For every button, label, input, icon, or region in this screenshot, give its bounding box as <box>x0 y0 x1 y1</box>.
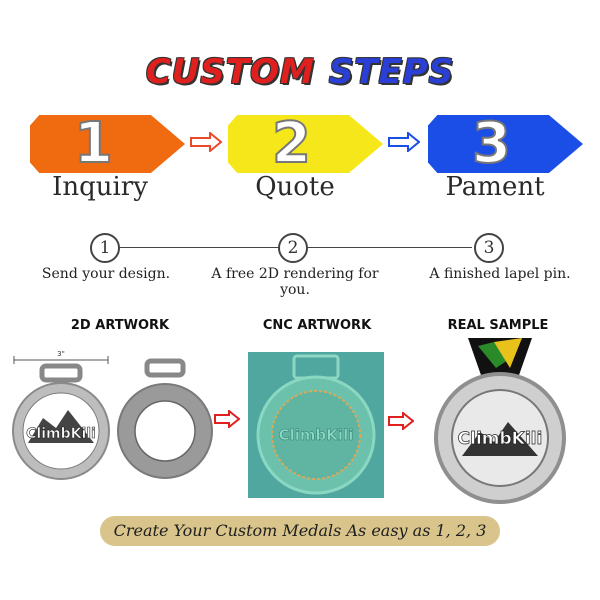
timeline-step-1: 1 <box>90 233 120 263</box>
step-3-label: Pament <box>445 172 545 202</box>
step-1-label: Inquiry <box>52 172 148 202</box>
real-sample-medal-image: ClimbKili <box>434 338 566 504</box>
step-1-badge: 1 <box>30 115 185 173</box>
step-2-number: 2 <box>271 111 312 176</box>
cnc-artwork-image: ClimbKili <box>248 352 384 498</box>
title-word-steps: STEPS <box>328 52 455 92</box>
timeline-step-3: 3 <box>474 233 504 263</box>
title-word-custom: CUSTOM <box>145 52 315 92</box>
arrow-right-icon <box>190 132 222 152</box>
timeline-text-1: Send your design. <box>41 266 171 282</box>
medal-front-2d-image: 3" ClimbKili <box>12 350 110 480</box>
step-2-label: Quote <box>255 172 335 202</box>
arrow-right-icon <box>388 412 414 430</box>
dimension-label: 3" <box>57 350 65 358</box>
arrow-right-icon <box>214 410 240 428</box>
step-1-number: 1 <box>73 111 114 176</box>
timeline-step-2: 2 <box>278 233 308 263</box>
medal-back-2d-image <box>117 358 213 479</box>
arrow-right-icon <box>388 132 420 152</box>
sample-logo-text: ClimbKili <box>458 429 543 449</box>
timeline-text-2: A free 2D rendering for you. <box>211 266 379 298</box>
bottom-banner: Create Your Custom Medals As easy as 1, … <box>100 516 500 546</box>
step-3-badge: 3 <box>428 115 583 173</box>
cnc-logo-text: ClimbKili <box>279 426 354 444</box>
step-2-badge: 2 <box>228 115 383 173</box>
header-real-sample: REAL SAMPLE <box>447 318 549 333</box>
step-3-number: 3 <box>471 111 512 176</box>
medal-logo-text: ClimbKili <box>26 426 96 442</box>
page-title: CUSTOM STEPS <box>0 52 600 92</box>
header-cnc-artwork: CNC ARTWORK <box>262 318 372 333</box>
header-2d-artwork: 2D ARTWORK <box>70 318 170 333</box>
timeline-text-3: A finished lapel pin. <box>429 266 571 282</box>
